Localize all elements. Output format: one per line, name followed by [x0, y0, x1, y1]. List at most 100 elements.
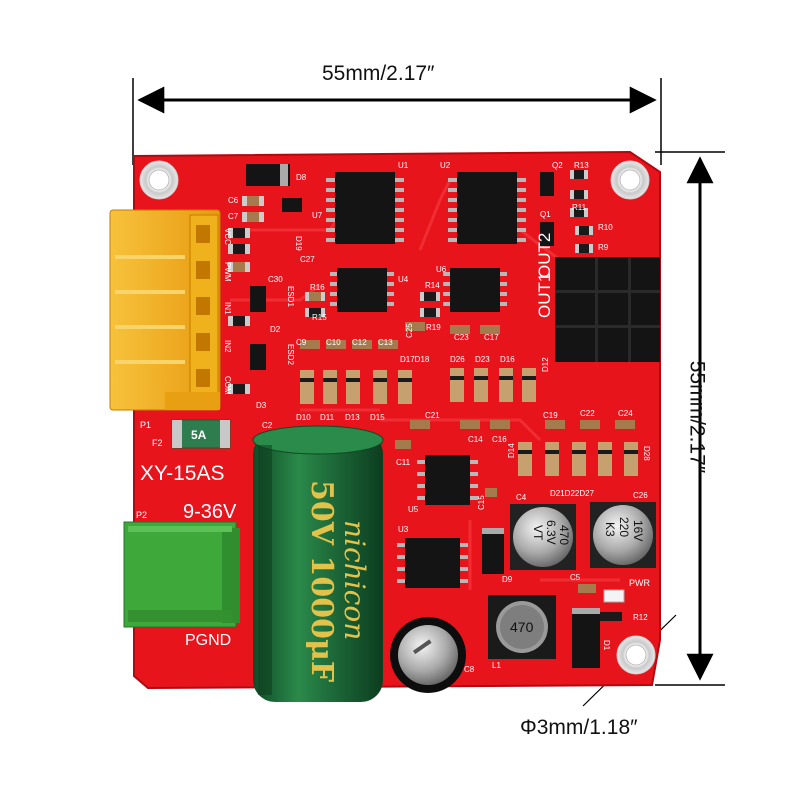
- svg-text:C5: C5: [570, 573, 581, 582]
- svg-text:VT: VT: [531, 525, 545, 541]
- svg-text:C21: C21: [425, 411, 440, 420]
- svg-text:C11: C11: [396, 458, 411, 467]
- ic-u4: [330, 268, 394, 312]
- svg-text:C19: C19: [543, 411, 558, 420]
- svg-text:D13: D13: [345, 413, 360, 422]
- ic-u3: [397, 538, 468, 588]
- svg-text:D26: D26: [450, 355, 465, 364]
- pgnd-label: PGND: [185, 632, 231, 649]
- svg-text:C4: C4: [516, 493, 527, 502]
- svg-text:C7: C7: [228, 212, 239, 221]
- svg-text:Q1: Q1: [540, 210, 551, 219]
- height-dimension-label: 55mm/2.17″: [685, 360, 709, 474]
- svg-text:C9: C9: [296, 338, 307, 347]
- svg-text:R10: R10: [598, 223, 613, 232]
- svg-text:C26: C26: [633, 491, 648, 500]
- terminal-block-p2: [123, 521, 240, 628]
- smd-components: [228, 170, 638, 621]
- svg-text:D3: D3: [256, 401, 267, 410]
- svg-text:C30: C30: [268, 275, 283, 284]
- electrolytic-capacitor-main: nichicon 50V 1000μF: [252, 425, 384, 702]
- diode-d8: [246, 164, 290, 186]
- svg-text:C27: C27: [300, 255, 315, 264]
- svg-text:D19: D19: [294, 236, 303, 251]
- transistor-q1: [540, 222, 554, 246]
- svg-text:U1: U1: [398, 161, 409, 170]
- ic-u2: [448, 172, 526, 244]
- svg-text:U4: U4: [398, 275, 409, 284]
- board-voltage: 9-36V: [183, 501, 237, 523]
- width-dimension-label: 55mm/2.17″: [322, 62, 435, 85]
- svg-text:470: 470: [557, 525, 571, 545]
- svg-text:C14: C14: [468, 435, 483, 444]
- svg-text:C6: C6: [228, 196, 239, 205]
- esd1-label: ESD1: [286, 286, 295, 307]
- dimension-height: [655, 151, 725, 686]
- svg-text:C22: C22: [580, 409, 595, 418]
- svg-text:U3: U3: [398, 525, 409, 534]
- transistor-q2: [540, 172, 554, 196]
- svg-text:C23: C23: [454, 333, 469, 342]
- capacitor-c4: 470 6.3V VT: [510, 504, 576, 570]
- svg-text:U5: U5: [408, 505, 419, 514]
- svg-text:6.3V: 6.3V: [544, 520, 558, 545]
- svg-text:C12: C12: [352, 338, 367, 347]
- out1-label: OUT1: [535, 273, 554, 318]
- pin-label-vcc: VCC: [223, 228, 232, 245]
- dimension-width: [132, 78, 662, 165]
- svg-text:D2: D2: [270, 325, 281, 334]
- p1-label: P1: [140, 420, 151, 430]
- svg-text:D8: D8: [296, 173, 307, 182]
- svg-text:D11: D11: [320, 413, 335, 422]
- svg-text:D21D22D27: D21D22D27: [550, 489, 595, 498]
- board-model: XY-15AS: [140, 462, 224, 485]
- diode-d1: [572, 608, 600, 668]
- svg-text:R16: R16: [310, 283, 325, 292]
- svg-text:R13: R13: [574, 161, 589, 170]
- svg-text:D16: D16: [500, 355, 515, 364]
- hole-dimension-label: Φ3mm/1.18″: [520, 716, 638, 739]
- svg-text:L1: L1: [492, 661, 501, 670]
- svg-text:220: 220: [617, 517, 631, 537]
- fuse-f2: 5A: [171, 419, 231, 449]
- pin-label-in1: IN1: [223, 302, 232, 315]
- svg-text:D12: D12: [541, 357, 550, 372]
- svg-text:R12: R12: [633, 613, 648, 622]
- svg-text:C8: C8: [464, 665, 475, 674]
- svg-text:C2: C2: [262, 421, 273, 430]
- svg-text:C24: C24: [618, 409, 633, 418]
- svg-text:U6: U6: [436, 265, 447, 274]
- svg-text:16V: 16V: [631, 520, 645, 541]
- pin-label-pwm: PWM: [223, 262, 232, 282]
- fuse-label: 5A: [191, 428, 207, 442]
- small-capacitor-c8: [390, 617, 466, 693]
- regulator-u7: [282, 198, 302, 212]
- svg-text:R11: R11: [572, 203, 587, 212]
- svg-text:R19: R19: [426, 323, 441, 332]
- pwr-led: [603, 589, 625, 603]
- svg-text:R14: R14: [425, 281, 440, 290]
- pin-label-in2: IN2: [223, 340, 232, 353]
- svg-text:D1: D1: [602, 640, 611, 651]
- svg-text:R9: R9: [598, 243, 609, 252]
- capacitor-c26: K3 220 16V: [590, 502, 656, 568]
- svg-text:D17D18: D17D18: [400, 355, 430, 364]
- svg-text:470: 470: [510, 619, 534, 635]
- ic-u6: [443, 268, 507, 312]
- pwr-label: PWR: [629, 578, 650, 588]
- esd2-label: ESD2: [286, 344, 295, 365]
- silkscreen: XY-15AS 9-36V PGND OUT1 OUT2 PWR ESD1 ES…: [136, 161, 651, 674]
- capacitor-spec: 50V 1000μF: [304, 480, 339, 682]
- svg-text:U2: U2: [440, 161, 451, 170]
- svg-text:D14: D14: [507, 443, 516, 458]
- ic-u5: [417, 455, 478, 505]
- out2-label: OUT2: [535, 233, 554, 278]
- svg-text:C17: C17: [484, 333, 499, 342]
- svg-text:K3: K3: [603, 522, 617, 537]
- svg-text:C13: C13: [378, 338, 393, 347]
- svg-text:C15: C15: [477, 495, 486, 510]
- svg-text:C16: C16: [492, 435, 507, 444]
- terminal-block-p1: [109, 209, 221, 411]
- f2-label: F2: [152, 438, 163, 448]
